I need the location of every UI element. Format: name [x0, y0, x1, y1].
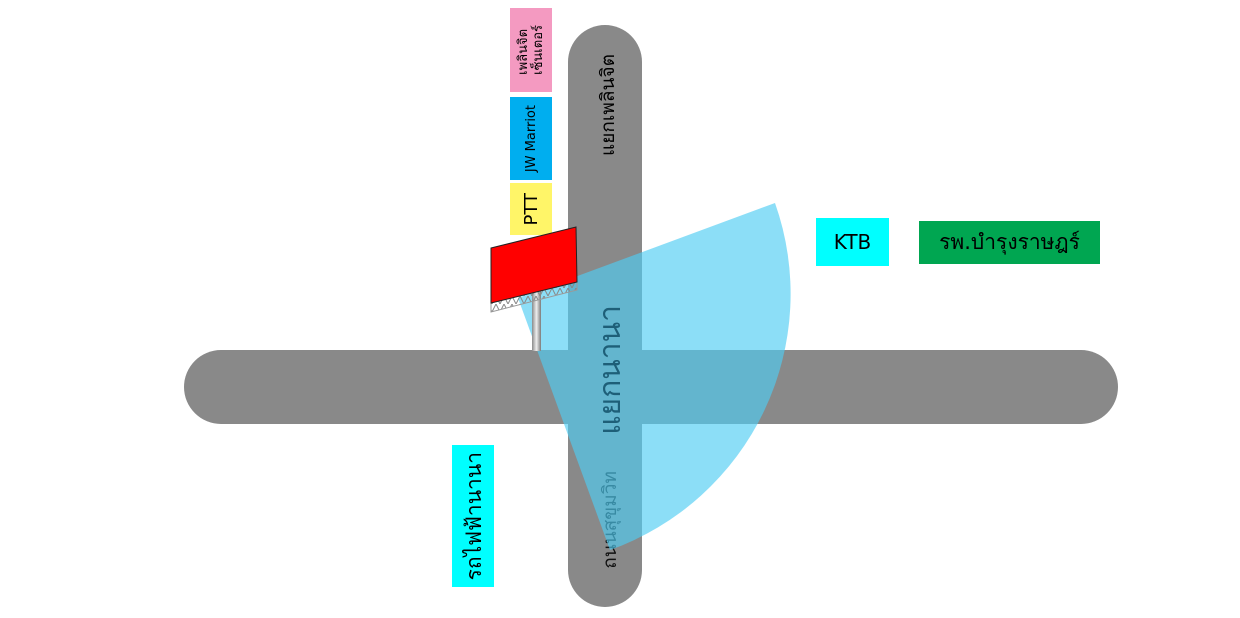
landmark-bumrungrad-hospital: รพ.บำรุงราษฎร์ [919, 221, 1100, 264]
landmark-bts-nana: รถไฟฟ้านานา [452, 445, 494, 587]
view-cone-sector [518, 203, 791, 550]
landmark-ploenchit-center: เพลินจิตเซ็นเตอร์ [510, 8, 552, 92]
landmark-jw-marriott: JW Marriot [510, 97, 552, 180]
road-label-nana-intersection: แยกนานา [592, 305, 628, 435]
landmark-ktb: KTB [816, 218, 889, 266]
landmark-ptt: PTT [510, 183, 552, 235]
